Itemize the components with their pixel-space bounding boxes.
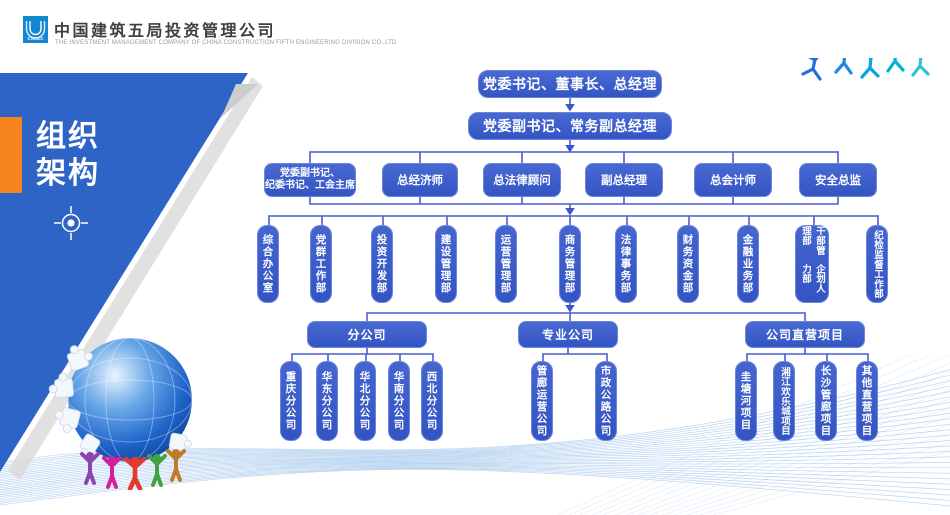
org-node-dept-operations: 运营管理部: [495, 225, 517, 303]
org-node-party-deputy: 党委副书记、纪委书记、工会主席: [264, 163, 356, 197]
org-node-dept-general-office: 综合办公室: [257, 225, 279, 303]
org-node-xiangjiang-project: 湘江欢乐城项目: [773, 361, 795, 441]
crosshair-icon: [54, 206, 88, 240]
org-node-guitang-river-project: 圭塘河项目: [735, 361, 757, 441]
org-node-chief-legal: 总法律顾问: [483, 163, 561, 197]
org-node-municipal-road-company: 市政公路公司: [595, 361, 617, 441]
org-node-changsha-gallery-project: 长沙管廊项目: [815, 361, 837, 441]
org-node-huabei-branch: 华北分公司: [354, 361, 376, 441]
company-name-en: THE INVESTMENT MANAGEMENT COMPANY OF CHI…: [55, 40, 397, 46]
org-node-dept-legal-affairs: 法律事务部: [615, 225, 637, 303]
company-name: 中国建筑五局投资管理公司: [54, 23, 277, 40]
svg-text:CSCEC: CSCEC: [27, 36, 44, 41]
org-node-xibei-branch: 西北分公司: [421, 361, 443, 441]
org-node-dept-investment: 投资开发部: [371, 225, 393, 303]
puzzle-pieces: [48, 345, 192, 457]
cscec-logo-icon: CSCEC: [23, 16, 48, 43]
org-node-dept-discipline: 纪检监督工作部: [866, 225, 888, 303]
org-node-deputy-top: 党委副书记、常务副总经理: [468, 112, 672, 140]
org-node-safety-director: 安全总监: [799, 163, 877, 197]
org-node-dept-construction: 建设管理部: [435, 225, 457, 303]
globe-puzzle-figures-illustration: [48, 338, 192, 490]
header-bar: CSCEC 中国建筑五局投资管理公司 THE INVESTMENT MANAGE…: [0, 0, 950, 58]
org-node-pipe-gallery-company: 管廊运营公司: [531, 361, 553, 441]
org-node-branch-companies: 分公司: [307, 321, 427, 348]
org-node-dept-commerce: 商务管理部: [559, 225, 581, 303]
org-node-chief-economist: 总经济师: [382, 163, 458, 197]
org-node-chief-accountant: 总会计师: [694, 163, 772, 197]
org-node-other-projects: 其他直营项目: [856, 361, 878, 441]
page-title: 组织 架构: [36, 120, 100, 190]
globe-sphere: [68, 338, 192, 462]
org-node-dept-party-mass: 党群工作部: [310, 225, 332, 303]
org-node-huadong-branch: 华东分公司: [316, 361, 338, 441]
org-node-top-leader: 党委书记、董事长、总经理: [478, 70, 662, 98]
org-node-dept-financial-business: 金融业务部: [737, 225, 759, 303]
org-node-huanan-branch: 华南分公司: [388, 361, 410, 441]
org-node-dept-finance: 财务资金部: [677, 225, 699, 303]
org-node-direct-projects: 公司直营项目: [745, 321, 865, 348]
org-node-special-companies: 专业公司: [518, 321, 618, 348]
banner-orange-tab: [0, 117, 22, 193]
org-node-chongqing-branch: 重庆分公司: [280, 361, 302, 441]
holding-figures: [80, 449, 186, 490]
org-node-deputy-gm: 副总经理: [585, 163, 663, 197]
org-node-dept-hr: 干部管理部企划人力部: [795, 225, 829, 303]
